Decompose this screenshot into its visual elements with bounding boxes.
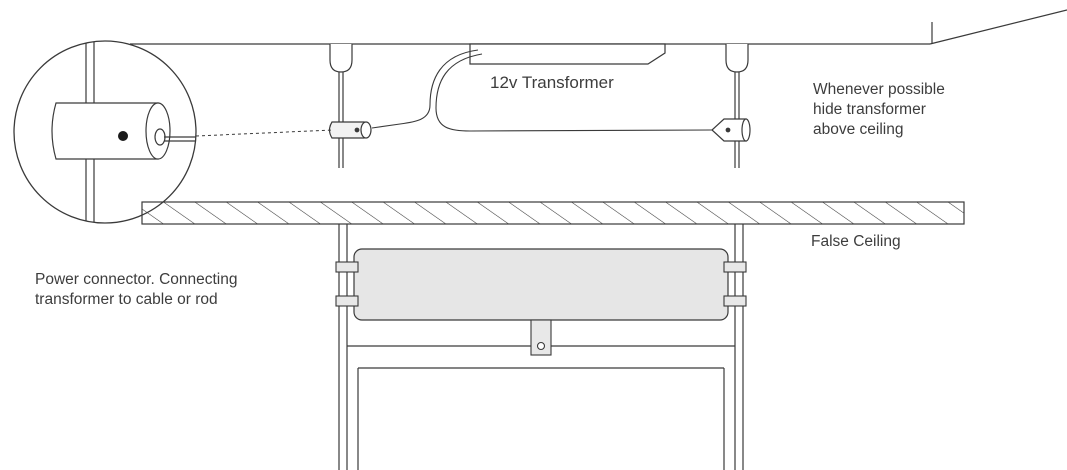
luminaire-frame [347,345,735,470]
magnified-connector-detail [13,40,197,224]
hide-note-line-3: above ceiling [813,121,904,138]
power-connector-line-1: Power connector. Connecting [35,271,238,288]
hide-note-line-1: Whenever possible [813,81,945,98]
center-hanger-tab [530,319,552,356]
right-power-connector [711,118,751,142]
power-connector-note: Power connector. Connecting transformer … [35,270,237,310]
luminaire-housing [353,248,729,321]
hide-note-line-2: hide transformer [813,101,926,118]
transformer-cables [371,49,713,132]
power-connector-line-2: transformer to cable or rod [35,291,218,308]
left-ceiling-hook [329,44,353,168]
structural-ceiling [130,9,1067,45]
false-ceiling-slab [141,201,965,225]
transformer-box [469,43,666,65]
false-ceiling-label: False Ceiling [811,233,901,250]
transformer-label: 12v Transformer [490,73,614,92]
left-power-connector [328,121,372,139]
right-ceiling-hook [725,44,749,168]
magnifier-leader [195,129,334,137]
rod-clamps [335,261,747,307]
hide-transformer-note: Whenever possible hide transformer above… [813,80,945,140]
